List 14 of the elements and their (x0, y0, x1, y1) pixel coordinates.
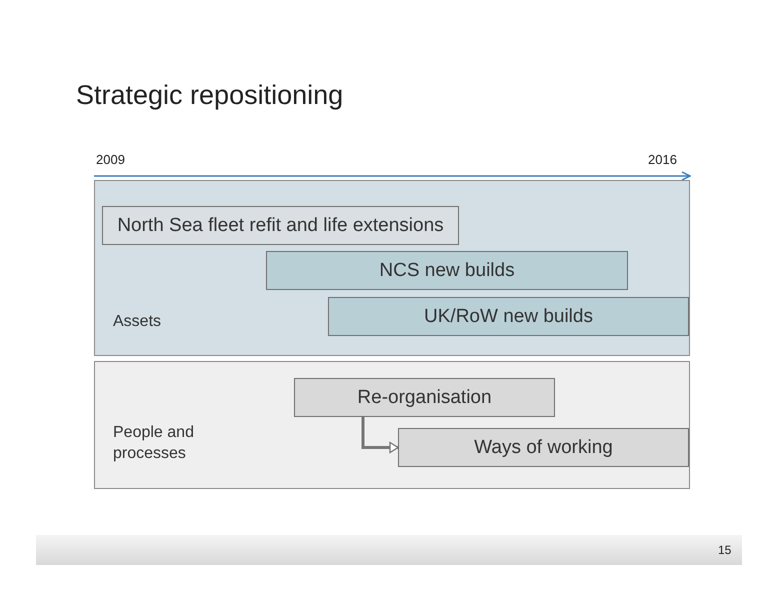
timeline-bar: Re-organisation (294, 378, 555, 417)
year-label: 2009 (96, 152, 125, 167)
group-panel (94, 180, 690, 356)
page-number: 15 (718, 543, 732, 557)
slide-title: Strategic repositioning (76, 80, 344, 111)
group-label: People and processes (113, 423, 195, 464)
timeline-bar: NCS new builds (266, 251, 628, 290)
group-label: Assets (113, 312, 162, 332)
timeline-bar: Ways of working (398, 428, 689, 467)
bent-arrow (362, 417, 399, 454)
timeline-bar: UK/RoW new builds (328, 297, 689, 336)
group-panel (94, 361, 690, 489)
year-label: 2016 (648, 152, 677, 167)
timeline-bar: North Sea fleet refit and life extensions (102, 206, 459, 245)
